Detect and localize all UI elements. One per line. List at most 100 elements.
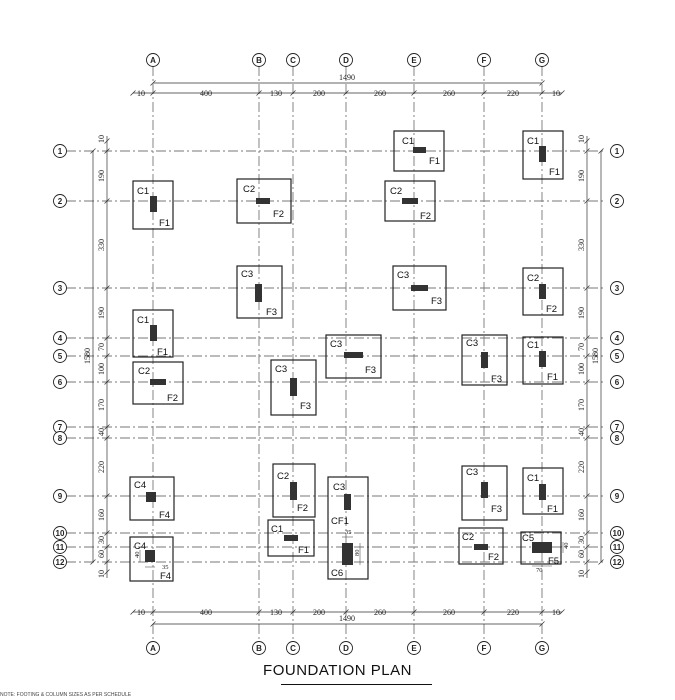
grid-label-row-8: 8 [615,434,620,443]
dim-tick [584,285,590,291]
grid-bubble-col-C [286,641,300,655]
dim-segment-vertical: 60 [97,550,106,558]
dim-tick [104,493,110,499]
grid-bubble-row-10 [53,526,67,540]
grid-label-col-B: B [256,56,262,65]
column-tag: C3 [241,269,253,280]
grid-label-row-9: 9 [615,492,620,501]
column-marker [290,378,297,396]
footing-outline [325,334,382,379]
dim-segment-horizontal: 10 [137,608,145,617]
dim-segment-horizontal: 220 [507,608,519,617]
small-dim-c4-length: 40 [134,552,141,559]
dim-tick [104,569,110,575]
grid-bubble-col-G [535,53,549,67]
column-marker-c6 [342,543,353,565]
grid-label-row-3: 3 [58,284,63,293]
dim-tick [104,198,110,204]
dim-segment-vertical: 190 [97,170,106,182]
bottom-note: NOTE: FOOTING & COLUMN SIZES AS PER SCHE… [0,692,132,698]
dim-segment-vertical: 60 [577,550,586,558]
column-tag: C1 [137,186,149,197]
grid-label-row-1: 1 [58,147,63,156]
dim-segment-vertical: 330 [97,239,106,251]
footing-tag: F2 [488,552,499,563]
grid-bubble-col-E [407,641,421,655]
grid-label-col-C: C [290,644,296,653]
grid-label-row-3: 3 [615,284,620,293]
grid-bubble-col-A [146,53,160,67]
column-marker [539,284,546,299]
dim-segment-vertical: 160 [97,509,106,521]
grid-label-col-A: A [150,644,156,653]
grid-label-row-12: 12 [613,558,622,567]
dim-tick [584,559,590,565]
dim-tick [343,90,349,96]
grid-label-row-6: 6 [58,378,63,387]
dim-segment-vertical: 100 [97,363,106,375]
footing-tag: F1 [159,218,170,229]
footing-tag: F3 [491,504,502,515]
dim-segment-vertical: 160 [577,509,586,521]
grid-bubble-row-1 [610,144,624,158]
dim-segment-vertical: 330 [577,239,586,251]
dim-segment-horizontal: 260 [374,89,386,98]
column-marker [146,492,156,502]
column-tag: C5 [522,533,534,544]
footing-outline [129,476,175,521]
small-dim-c5-length: 70 [536,567,543,574]
grid-bubble-col-B [252,53,266,67]
grid-label-col-G: G [539,56,545,65]
dim-segment-horizontal: 260 [374,608,386,617]
dim-segment-vertical: 10 [577,135,586,143]
dim-segment-vertical: 190 [577,170,586,182]
grid-label-row-5: 5 [58,352,63,361]
column-marker [539,146,546,162]
dim-tick [104,424,110,430]
dim-tick [104,335,110,341]
column-tag: C3 [333,482,345,493]
column-tag: C2 [138,366,150,377]
column-marker [150,196,157,212]
footing-tag: F3 [266,307,277,318]
dim-tick [411,90,417,96]
dim-segment-horizontal: 10 [552,89,560,98]
column-tag: C1 [527,473,539,484]
dim-tick [104,435,110,441]
dim-tick [150,621,156,627]
dim-tick [584,148,590,154]
column-tag: C4 [134,480,146,491]
grid-bubble-col-G [535,641,549,655]
column-marker [402,198,418,204]
grid-label-row-6: 6 [615,378,620,387]
grid-bubble-row-4 [53,331,67,345]
footing-outline [272,463,316,518]
small-dim-cf1-width: 35 [345,529,352,536]
dim-tick [150,90,156,96]
footing-outline [132,361,184,405]
dim-tick [584,544,590,550]
footing-tag: F3 [365,365,376,376]
grid-label-col-E: E [411,644,417,653]
dim-segment-vertical: 190 [577,307,586,319]
footing-tag: CF1 [331,516,349,527]
column-tag: C3 [330,339,342,350]
dim-tick [256,609,262,615]
column-marker [145,550,155,562]
grid-bubble-row-8 [53,431,67,445]
column-marker [532,542,552,553]
dim-tick [130,609,136,615]
grid-bubble-col-D [339,641,353,655]
dim-tick [584,138,590,144]
grid-bubble-row-11 [610,540,624,554]
dim-tick [559,90,565,96]
